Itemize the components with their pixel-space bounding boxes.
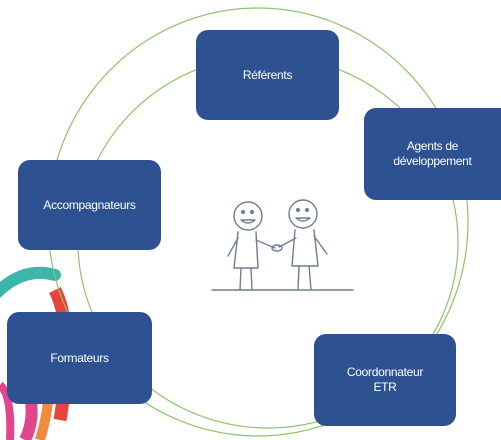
node-accompagnateurs: Accompagnateurs xyxy=(18,160,161,250)
node-coordonnateur-etr: Coordonnateur ETR xyxy=(314,334,456,426)
node-coordonnateur-label: Coordonnateur ETR xyxy=(346,365,424,394)
node-agents-label: Agents de développement xyxy=(393,139,472,168)
node-formateurs-label: Formateurs xyxy=(50,350,109,365)
handshake-icon xyxy=(211,199,354,291)
node-formateurs: Formateurs xyxy=(7,312,152,404)
node-referents: Référents xyxy=(196,30,339,120)
node-referents-label: Référents xyxy=(242,67,293,82)
node-agents-de-developpement: Agents de développement xyxy=(364,108,501,200)
node-accompagnateurs-label: Accompagnateurs xyxy=(43,197,136,212)
